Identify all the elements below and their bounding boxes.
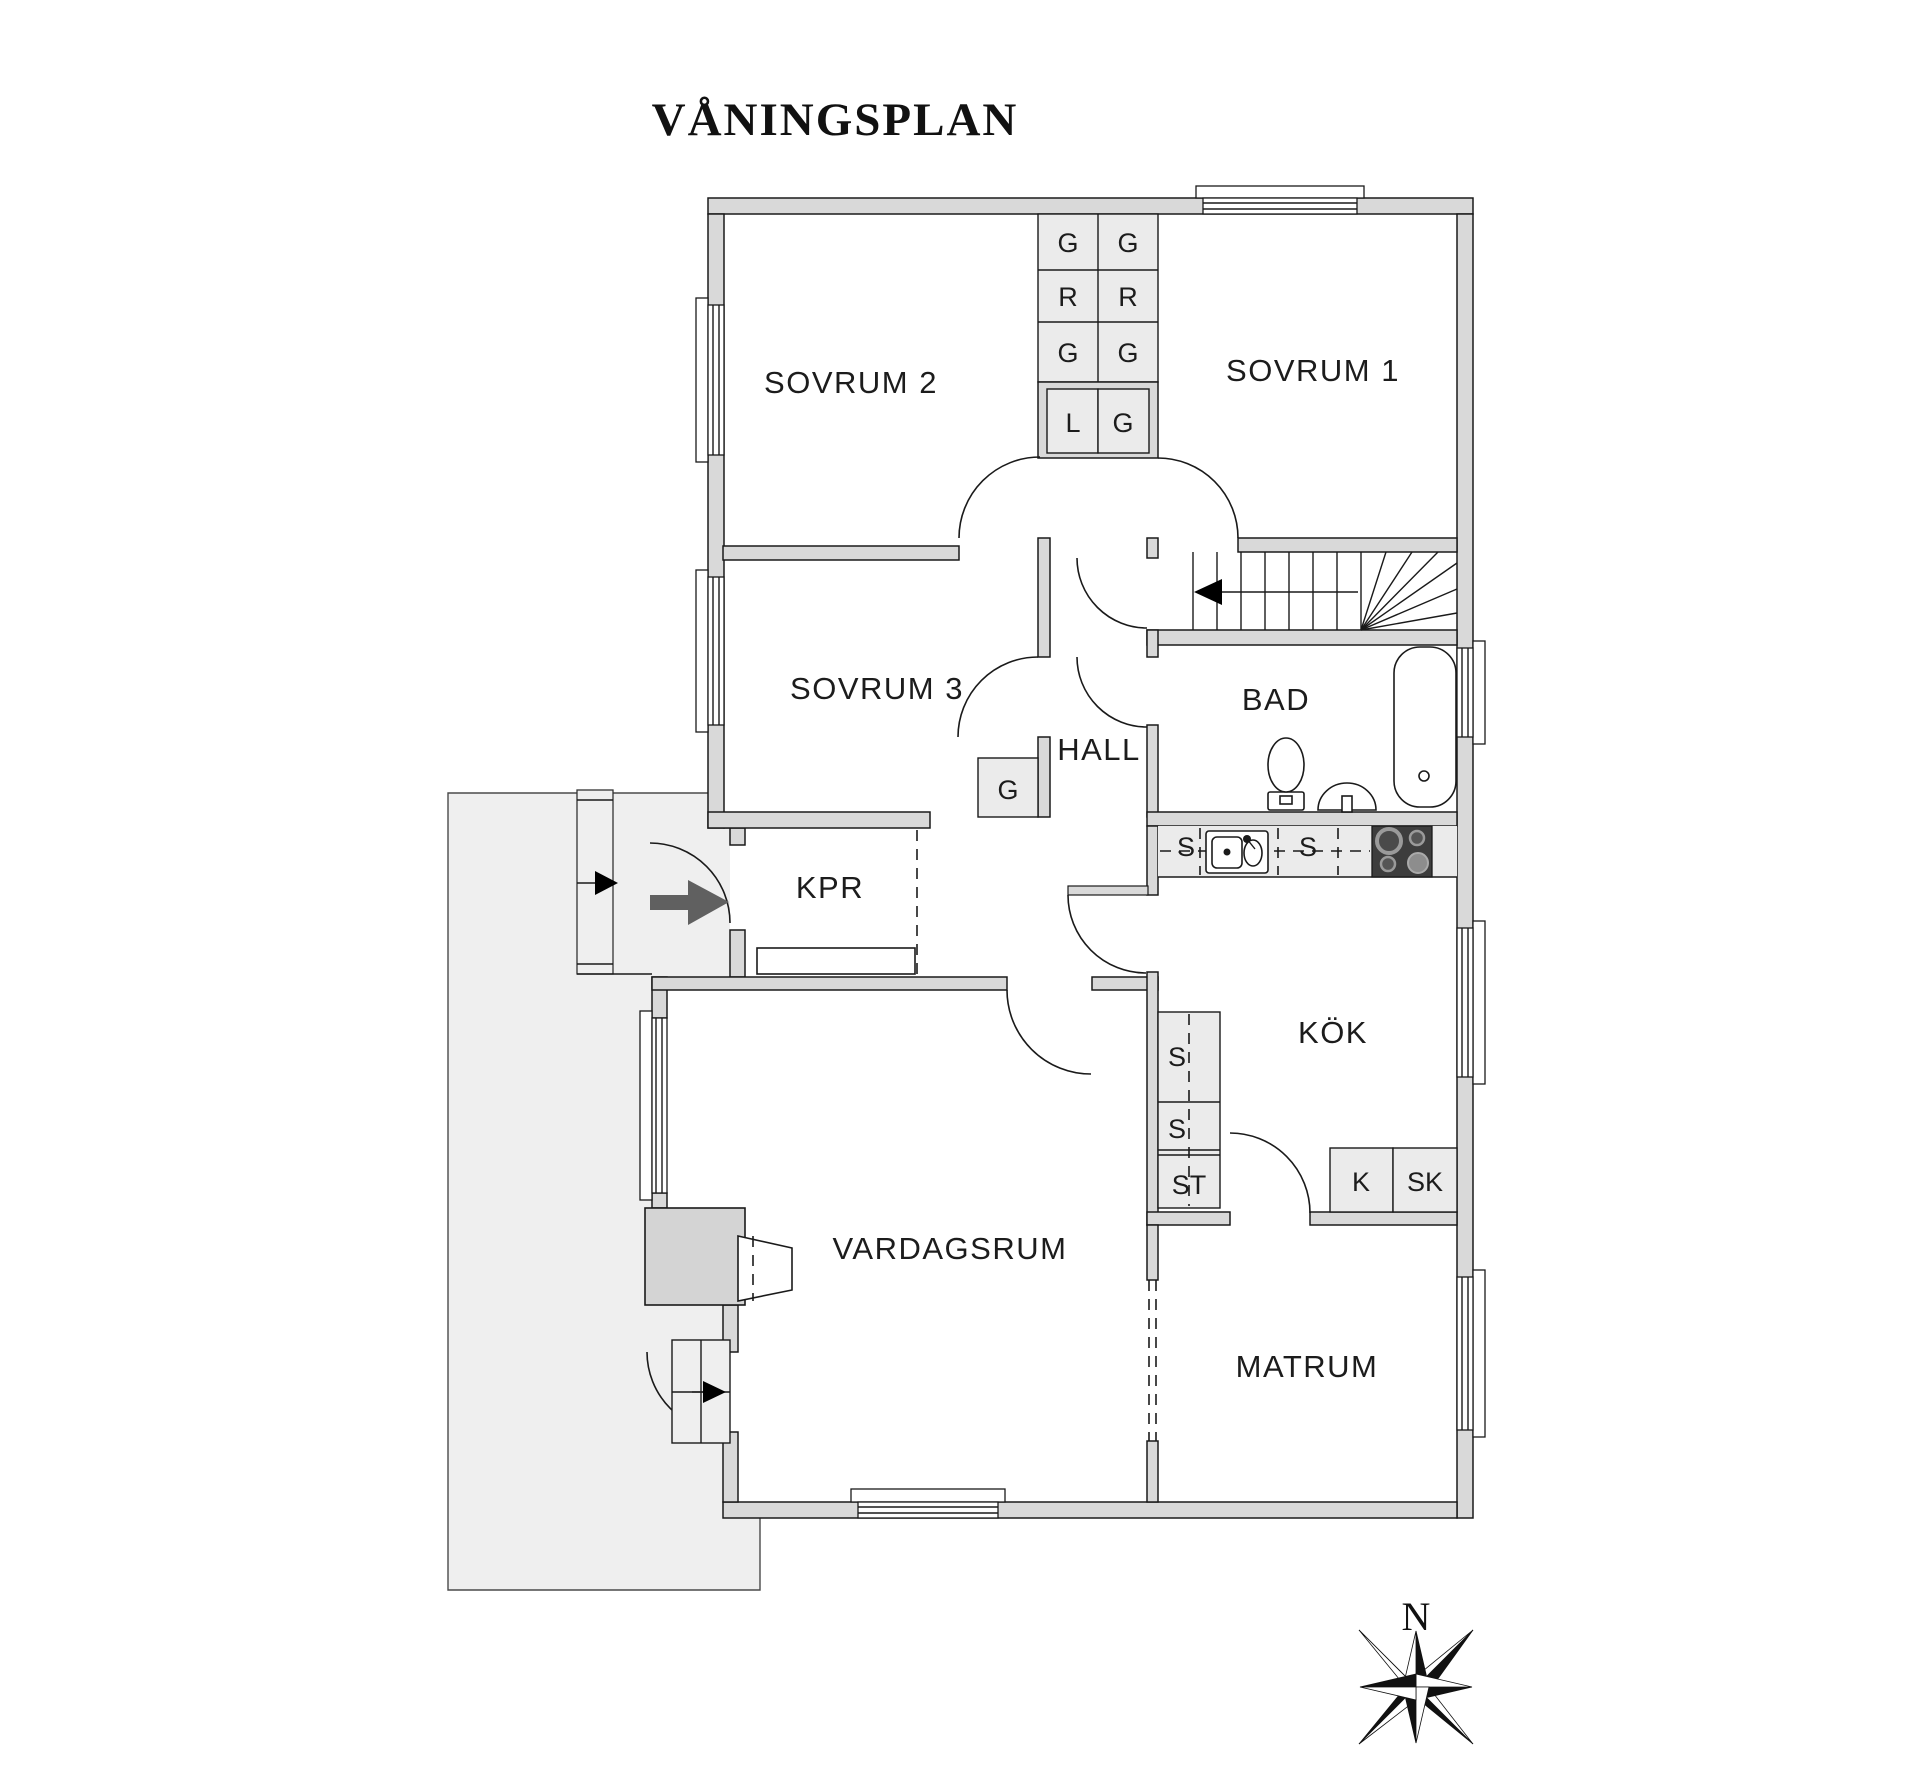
label-bad: BAD [1242, 682, 1310, 717]
door-sovrum2 [958, 456, 1041, 539]
window-bad-east [1456, 640, 1486, 745]
stove [1371, 825, 1433, 878]
room-labels: SOVRUM 2 SOVRUM 1 SOVRUM 3 HALL BAD KPR … [764, 353, 1400, 1384]
label-hall: HALL [1057, 732, 1141, 767]
label-matrum: MATRUM [1236, 1349, 1379, 1384]
page-title: VÅNINGSPLAN [652, 94, 1019, 146]
door-sovrum1 [1157, 457, 1239, 539]
bathtub [1393, 646, 1457, 808]
label-kpr: KPR [796, 870, 864, 905]
closet-label: G [1057, 338, 1078, 368]
closet-sovrum3: G [977, 757, 1039, 818]
counter-label: S [1299, 832, 1317, 862]
closet-label: R [1118, 282, 1138, 312]
window-sovrum1-north [1195, 185, 1365, 215]
bathroom-sink [1317, 782, 1377, 813]
stair-direction-arrow-icon [1194, 579, 1222, 605]
door-kok [1067, 894, 1147, 974]
closet-label: G [1112, 408, 1133, 438]
closet-label: G [997, 775, 1018, 805]
window-sovrum2-west [695, 297, 725, 463]
entry-arrow-sw-icon [703, 1381, 726, 1403]
counter-label: S [1177, 832, 1195, 862]
window-kok-east [1456, 920, 1486, 1085]
door-bad [1076, 656, 1148, 728]
staircase [1192, 551, 1458, 631]
entrance-arrows [577, 871, 729, 925]
toilet [1267, 737, 1305, 811]
door-sovrum3 [957, 656, 1039, 738]
door-vardagsrum [1006, 989, 1092, 1075]
kitchen-cabinets-side: S S ST [1157, 1011, 1221, 1209]
cabinet-label: S [1168, 1114, 1186, 1144]
closet-label: L [1065, 408, 1080, 438]
kitchen-cabinets-bottom: K SK [1329, 1147, 1458, 1213]
closet-block-lg: L G [1037, 381, 1159, 459]
closet-label: G [1057, 228, 1078, 258]
window-vardagsrum-south [850, 1488, 1006, 1519]
building-footprint [645, 198, 1473, 1518]
window-matrum-east [1456, 1269, 1486, 1438]
cabinet-label: ST [1172, 1170, 1207, 1200]
label-sovrum2: SOVRUM 2 [764, 365, 938, 400]
cabinet-label: K [1352, 1167, 1370, 1197]
cabinet-label: SK [1407, 1167, 1443, 1197]
entry-arrow-icon [595, 871, 618, 895]
door-kok-matrum [1229, 1132, 1311, 1214]
label-sovrum3: SOVRUM 3 [790, 671, 964, 706]
closets: G G R R G G L G G [756, 213, 1159, 975]
closet-label: G [1117, 228, 1138, 258]
label-vardagsrum: VARDAGSRUM [833, 1231, 1068, 1266]
closet-block-top: G G R R G G [1037, 213, 1159, 383]
door-entrance [649, 842, 731, 924]
label-sovrum1: SOVRUM 1 [1226, 353, 1400, 388]
kitchen-sink [1205, 830, 1269, 874]
kpr-bench [756, 947, 916, 975]
window-vardagsrum-west [639, 1010, 668, 1201]
compass-rose: N [1358, 1594, 1474, 1745]
kitchen-fixtures: S S S S ST [1157, 825, 1458, 1213]
main-entry-arrow-icon [650, 880, 729, 925]
window-sovrum3-west [695, 569, 725, 733]
fireplace [644, 1207, 793, 1306]
closet-label: R [1058, 282, 1078, 312]
label-kok: KÖK [1298, 1015, 1368, 1050]
door-stairs [1076, 557, 1148, 629]
bathroom-fixtures [1267, 646, 1457, 813]
doors [646, 456, 1311, 1433]
dashed-boundaries [916, 830, 1157, 1441]
cabinet-label: S [1168, 1042, 1186, 1072]
entry-steps [671, 1339, 731, 1444]
windows [639, 185, 1486, 1519]
closet-label: G [1117, 338, 1138, 368]
